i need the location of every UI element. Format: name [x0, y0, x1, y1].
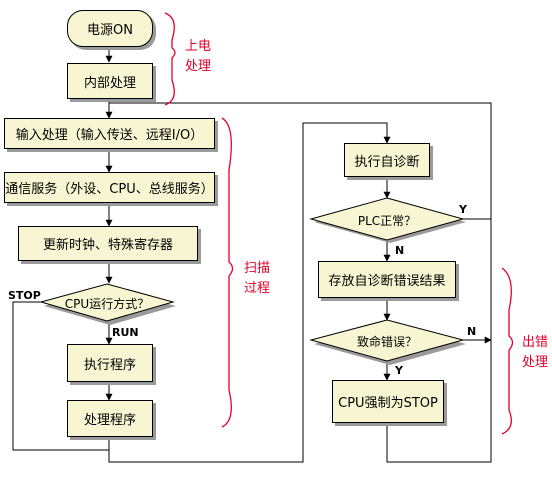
internal-processing-label: 内部处理	[83, 75, 136, 91]
communication-service-label: 通信服务（外设、CPU、总线服务）	[5, 182, 214, 197]
process-program-label: 处理程序	[83, 413, 136, 428]
group-error-line-2: 处理	[522, 355, 549, 370]
group-scan-line-1: 扫描	[244, 261, 271, 276]
input-processing-box: 输入处理（输入传送、远程I/O）	[4, 118, 215, 149]
line-stop-to-end	[386, 219, 492, 463]
update-clock-label: 更新时钟、特殊寄存器	[42, 238, 173, 253]
branch-run-label: RUN	[112, 326, 139, 339]
input-processing-label: 输入处理（输入传送、远程I/O）	[15, 128, 204, 143]
group-error-label: 出错 处理	[522, 333, 548, 373]
group-scan-label: 扫描 过程	[244, 259, 270, 299]
execute-program-box: 执行程序	[67, 344, 153, 382]
branch-fatal-yes-label: Y	[395, 364, 403, 377]
branch-no-label: N	[395, 244, 405, 257]
communication-service-box: 通信服务（外设、CPU、总线服务）	[4, 172, 215, 203]
cpu-mode-question: CPU运行方式？	[64, 297, 150, 311]
fatal-error-question: 致命错误？	[356, 335, 417, 349]
group-power-line-2: 处理	[185, 59, 212, 74]
plc-ok-question: PLC正常？	[357, 214, 417, 228]
update-clock-box: 更新时钟、特殊寄存器	[18, 226, 198, 261]
stop-bypass-line	[12, 301, 109, 451]
process-program-box: 处理程序	[67, 400, 153, 437]
loop-return-line	[109, 102, 492, 219]
decision-cpu-mode	[39, 283, 175, 322]
power-on-label: 电源ON	[87, 23, 133, 38]
force-stop-box: CPU强制为STOP	[332, 380, 444, 423]
branch-fatal-no-label: N	[467, 325, 477, 338]
force-stop-label: CPU强制为STOP	[338, 396, 438, 411]
arrow-process-to-selfdiag	[108, 122, 391, 463]
branch-stop-label: STOP	[8, 289, 41, 302]
group-power-label: 上电 处理	[185, 37, 211, 77]
group-power-line-1: 上电	[185, 39, 212, 54]
branch-yes-label: Y	[459, 203, 467, 216]
self-diagnosis-box: 执行自诊断	[344, 143, 430, 177]
bracket-power	[164, 12, 176, 106]
bracket-error	[501, 267, 514, 435]
internal-processing-box: 内部处理	[67, 63, 153, 99]
store-diagnosis-box: 存放自诊断错误结果	[318, 261, 456, 298]
group-error-line-1: 出错	[522, 335, 549, 350]
bracket-scan	[221, 117, 234, 428]
group-scan-line-2: 过程	[244, 281, 271, 296]
decision-fatal	[309, 319, 465, 362]
self-diagnosis-label: 执行自诊断	[354, 154, 420, 170]
power-on-terminal: 电源ON	[67, 10, 153, 47]
execute-program-label: 执行程序	[83, 357, 136, 373]
decision-plc-ok	[309, 197, 465, 241]
store-diagnosis-label: 存放自诊断错误结果	[328, 274, 446, 289]
